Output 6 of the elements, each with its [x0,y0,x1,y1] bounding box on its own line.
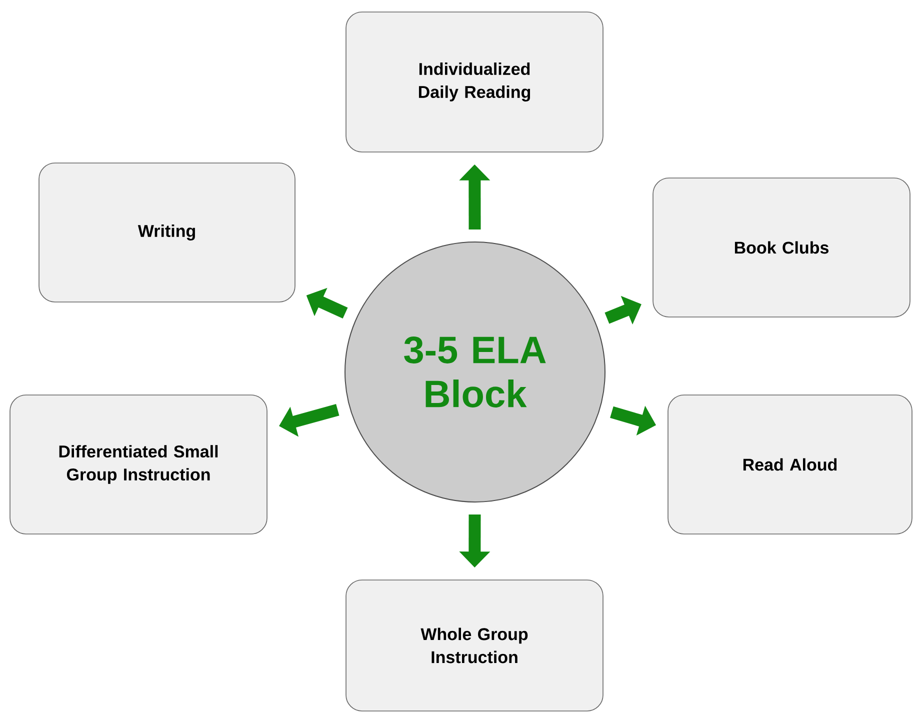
topic-box: Writing [38,162,296,302]
topic-box: Differentiated Small Group Instruction [10,394,268,534]
topic-box: Read Aloud [668,394,912,534]
topic-box: Individualized Daily Reading [346,12,604,152]
topic-box: Book Clubs [652,178,910,318]
topic-box: Whole Group Instruction [346,580,604,712]
